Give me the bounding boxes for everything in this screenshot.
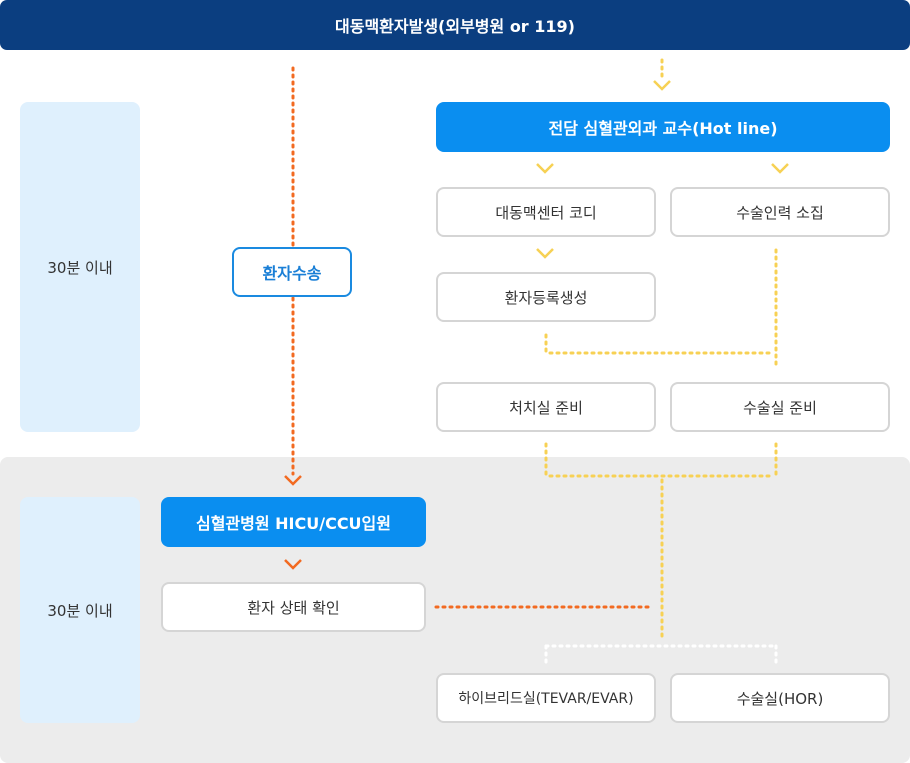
status-check-box: 환자 상태 확인 bbox=[161, 582, 426, 632]
admission-box: 심혈관병원 HICU/CCU입원 bbox=[161, 497, 426, 547]
hotline-box: 전담 심혈관외과 교수(Hot line) bbox=[436, 102, 890, 152]
hybrid-room-box: 하이브리드실(TEVAR/EVAR) bbox=[436, 673, 656, 723]
arrow-to-aorta-code bbox=[536, 163, 554, 174]
aorta-center-code-box: 대동맥센터 코디 bbox=[436, 187, 656, 237]
surgery-staff-box: 수술인력 소집 bbox=[670, 187, 890, 237]
treatment-room-prep-box: 처치실 준비 bbox=[436, 382, 656, 432]
time-label-second: 30분 이내 bbox=[20, 497, 140, 723]
operating-room-prep-box: 수술실 준비 bbox=[670, 382, 890, 432]
arrow-to-status-check bbox=[284, 559, 302, 570]
operating-room-box: 수술실(HOR) bbox=[670, 673, 890, 723]
time-label-first: 30분 이내 bbox=[20, 102, 140, 432]
arrow-to-hotline bbox=[653, 80, 671, 91]
arrow-to-register bbox=[536, 248, 554, 259]
arrow-to-surgery-staff bbox=[771, 163, 789, 174]
arrow-to-admission bbox=[284, 475, 302, 486]
page-title: 대동맥환자발생(외부병원 or 119) bbox=[0, 0, 910, 50]
patient-register-box: 환자등록생성 bbox=[436, 272, 656, 322]
patient-transport-box: 환자수송 bbox=[232, 247, 352, 297]
